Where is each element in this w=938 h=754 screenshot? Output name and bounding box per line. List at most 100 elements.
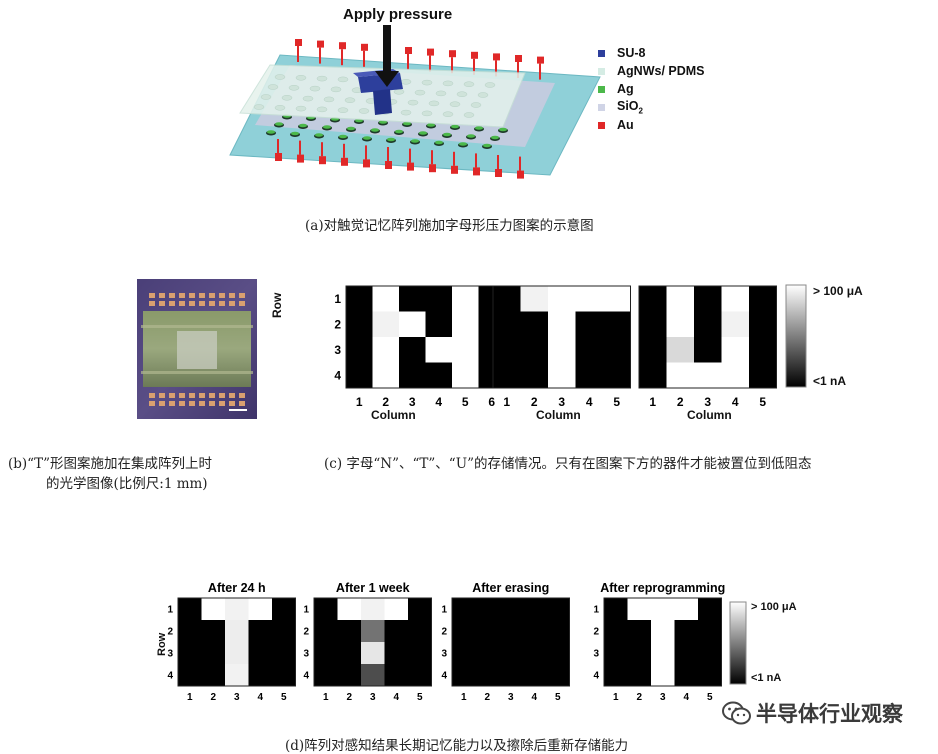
chip-pad xyxy=(179,393,185,398)
heatmap-cell xyxy=(522,620,546,642)
heatmap-cell xyxy=(314,598,338,620)
ag-cell-top xyxy=(491,135,499,140)
film-dot xyxy=(302,95,314,102)
heatmap-cell xyxy=(522,598,546,620)
au-pad xyxy=(427,48,434,56)
heatmap-cell xyxy=(452,620,476,642)
row-tick: 2 xyxy=(167,627,173,638)
heatmap-cell xyxy=(314,620,338,642)
heatmap-cell xyxy=(346,286,373,312)
film-dot xyxy=(442,111,454,117)
row-tick: 2 xyxy=(441,627,447,638)
legend-item: Au xyxy=(598,116,705,134)
legend-swatch xyxy=(598,49,605,57)
row-tick: 3 xyxy=(167,649,173,660)
heatmap-cell xyxy=(666,286,694,312)
chip-pad xyxy=(209,401,215,406)
au-pad xyxy=(451,165,458,174)
column-tick: 2 xyxy=(382,395,389,409)
row-axis-label-c: Row xyxy=(270,292,284,318)
heatmap-cell xyxy=(425,362,452,388)
film-dot xyxy=(253,104,265,110)
heatmap-cell xyxy=(499,664,523,686)
au-pad xyxy=(339,42,346,50)
heatmap-cell xyxy=(546,620,570,642)
heatmap-cell xyxy=(361,620,385,642)
film-dot xyxy=(295,75,307,81)
film-dot xyxy=(344,97,356,103)
heatmap-cell xyxy=(248,664,272,686)
film-dot xyxy=(330,86,342,93)
heatmap-cell xyxy=(493,337,521,363)
chip-pad xyxy=(209,393,215,398)
row-tick: 3 xyxy=(593,649,599,660)
apply-pressure-label: Apply pressure xyxy=(343,6,453,23)
heatmap-cell xyxy=(674,642,698,664)
colorbar-high-c: > 100 μA xyxy=(813,284,863,298)
heatmap-cell xyxy=(225,598,249,620)
chip-pad xyxy=(179,293,185,298)
film-dot xyxy=(337,76,349,83)
legend-label: Ag xyxy=(617,82,634,96)
column-axis-label-c3: Column xyxy=(687,408,732,422)
heatmap-cell xyxy=(452,664,476,686)
caption-b-line1: (b)“T”形图案施加在集成阵列上时 xyxy=(8,456,212,472)
heatmap-cell xyxy=(639,311,667,337)
chip-pad xyxy=(229,293,235,298)
heatmap-cell xyxy=(627,620,651,642)
chip-pad xyxy=(169,401,175,406)
heatmap-cell xyxy=(493,311,521,337)
legend-label: SU-8 xyxy=(617,46,646,60)
legend-item: AgNWs/ PDMS xyxy=(598,62,705,80)
heatmap-cell xyxy=(627,598,651,620)
heatmap-cell xyxy=(248,642,272,664)
heatmap-cell xyxy=(666,311,694,337)
chip-pad xyxy=(159,301,165,306)
heatmap-cell xyxy=(674,664,698,686)
chip-pad xyxy=(179,401,185,406)
au-pad xyxy=(471,51,478,59)
row-tick: 4 xyxy=(593,671,599,682)
column-tick: 1 xyxy=(323,692,329,703)
heatmap-cell xyxy=(666,337,694,363)
chip-pad xyxy=(149,301,155,306)
row-tick: 4 xyxy=(303,671,309,682)
heatmap-cell xyxy=(425,337,452,363)
column-tick: 4 xyxy=(257,692,263,703)
heatmap-cell xyxy=(399,311,426,337)
caption-b-line2: 的光学图像(比例尺:1 mm) xyxy=(46,476,208,492)
legend-label: Au xyxy=(617,118,634,132)
heatmap-cell xyxy=(475,664,499,686)
heatmap-cell xyxy=(201,642,225,664)
row-tick: 4 xyxy=(441,671,447,682)
ag-cell-top xyxy=(299,123,307,128)
heatmap-cell xyxy=(520,362,548,388)
heatmap-cell xyxy=(372,337,399,363)
chip-pad xyxy=(159,401,165,406)
au-line xyxy=(407,54,409,70)
heatmap-cell xyxy=(721,337,749,363)
heatmap-cell xyxy=(520,286,548,312)
au-line xyxy=(429,55,431,72)
heatmap-cell xyxy=(575,362,603,388)
legend-swatch xyxy=(598,67,605,75)
heatmap-cell xyxy=(384,620,408,642)
row-tick: 3 xyxy=(441,649,447,660)
heatmap-cell xyxy=(548,311,576,337)
film-dot xyxy=(393,89,405,95)
heatmap-title: After reprogramming xyxy=(600,581,725,595)
row-tick: 2 xyxy=(334,317,341,331)
heatmap-cell xyxy=(337,664,361,686)
heatmap-cell xyxy=(627,664,651,686)
column-axis-label-d: Column xyxy=(642,705,683,706)
column-tick: 5 xyxy=(462,395,469,409)
chip-pad xyxy=(159,293,165,298)
au-line xyxy=(475,153,477,168)
heatmap-cell xyxy=(520,311,548,337)
heatmap-title: After 24 h xyxy=(208,581,266,595)
au-pad xyxy=(495,169,502,177)
column-tick: 2 xyxy=(346,692,352,703)
row-tick: 4 xyxy=(167,671,173,682)
heatmaps-d: After 24 h123451234ColumnAfter 1 week123… xyxy=(167,581,725,706)
